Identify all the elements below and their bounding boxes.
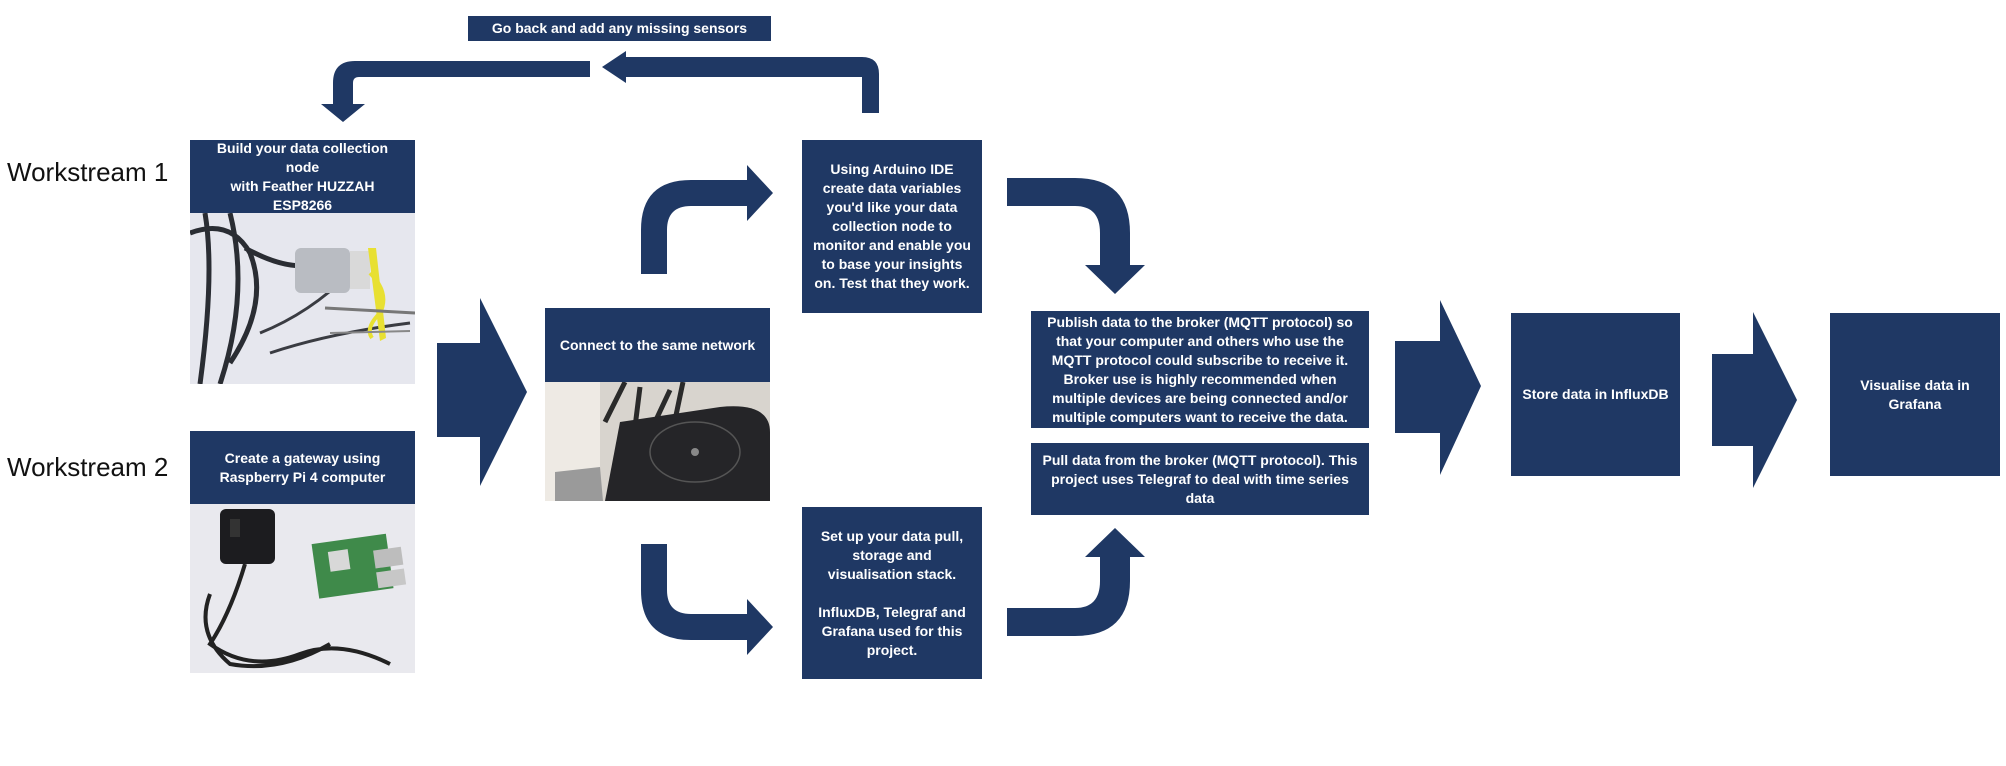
gateway-box: Create a gateway using Raspberry Pi 4 co… <box>190 431 415 504</box>
pull-box: Pull data from the broker (MQTT protocol… <box>1031 443 1369 515</box>
store-box: Store data in InfluxDB <box>1511 313 1680 476</box>
feedback-arrow-left <box>321 61 590 122</box>
feedback-arrow <box>602 51 879 113</box>
merge-arrow <box>437 298 527 486</box>
publish-box: Publish data to the broker (MQTT protoco… <box>1031 311 1369 428</box>
build-node-box: Build your data collection node with Fea… <box>190 140 415 213</box>
router-photo <box>545 382 770 501</box>
visualise-box: Visualise data in Grafana <box>1830 313 2000 476</box>
arduino-box: Using Arduino IDE create data variables … <box>802 140 982 313</box>
network-to-arduino-arrow <box>641 165 773 274</box>
network-box: Connect to the same network <box>545 308 770 382</box>
workstream-2-label: Workstream 2 <box>7 452 169 482</box>
stack-box: Set up your data pull, storage and visua… <box>802 507 982 679</box>
stack-to-pull-arrow <box>1007 528 1145 636</box>
workstream-1-label: Workstream 1 <box>7 157 169 187</box>
network-to-stack-arrow <box>641 544 773 655</box>
raspberry-pi-photo <box>190 504 415 673</box>
to-visualise-arrow <box>1712 312 1797 488</box>
to-store-arrow <box>1395 300 1481 475</box>
arduino-to-publish-arrow <box>1007 178 1145 294</box>
feedback-label: Go back and add any missing sensors <box>468 16 771 41</box>
sensor-node-photo <box>190 213 415 384</box>
